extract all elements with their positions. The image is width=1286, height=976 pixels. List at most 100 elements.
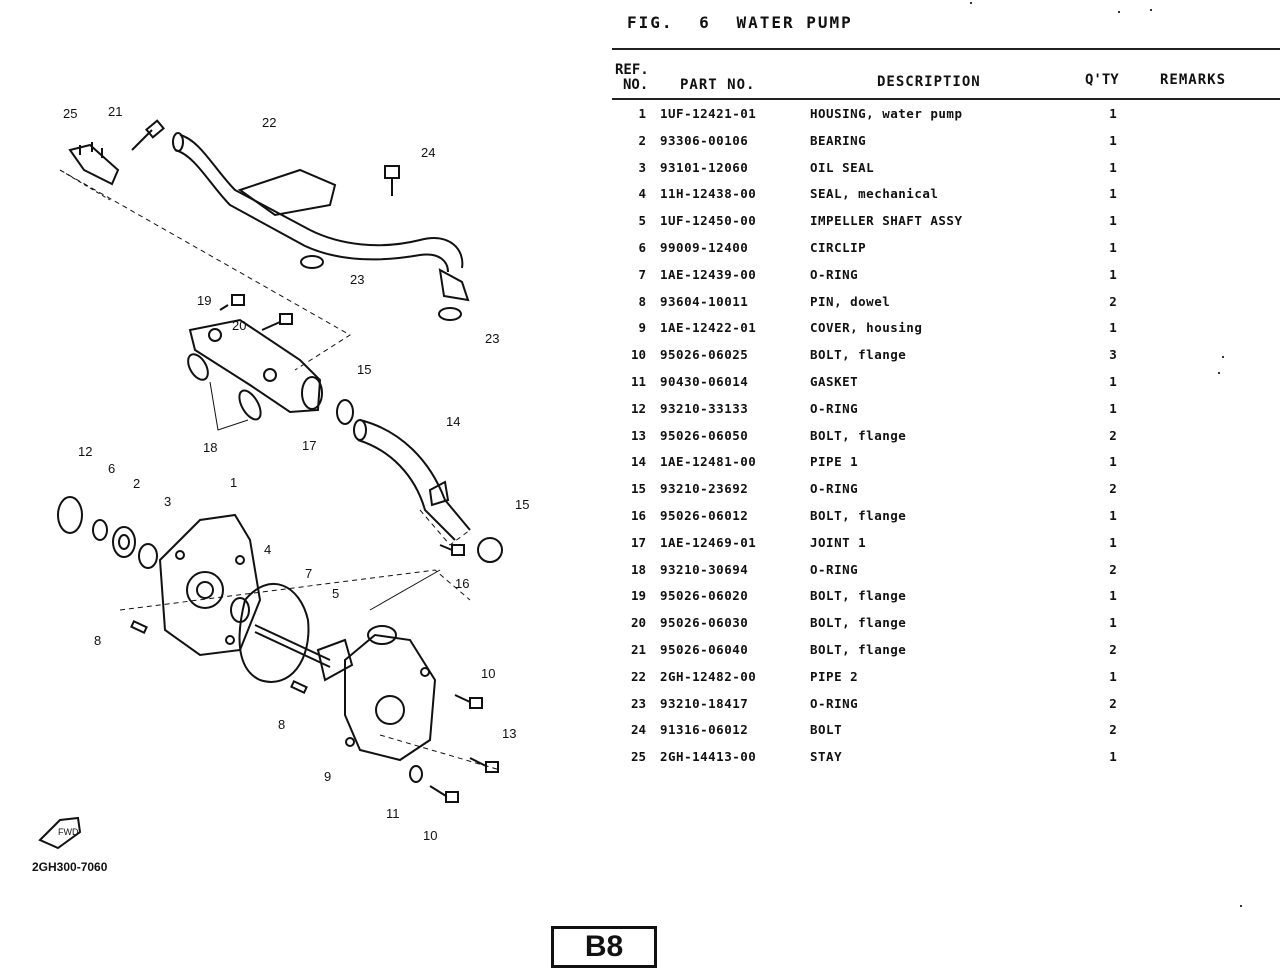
o-ring-part-23-a (300, 255, 324, 269)
description-cell: BOLT, flange (810, 507, 907, 523)
page-label: B8 (551, 926, 657, 968)
o-ring-part-15-a (336, 399, 354, 425)
description-cell: OIL SEAL (810, 159, 875, 175)
table-header: REF. NO. PART NO. DESCRIPTION Q'TY REMAR… (612, 50, 1280, 98)
qty-cell: 1 (1109, 400, 1117, 416)
qty-cell: 1 (1109, 320, 1117, 336)
description-cell: BOLT, flange (810, 615, 907, 631)
o-ring-part-18-a (187, 353, 209, 381)
qty-cell: 1 (1109, 266, 1117, 282)
scan-speck (1150, 9, 1152, 11)
qty-cell: 2 (1109, 722, 1117, 738)
part-no-cell: 90430-06014 (660, 373, 749, 389)
qty-cell: 1 (1109, 454, 1117, 470)
impeller-shaft-part-5 (254, 624, 354, 682)
callout-24: 24 (421, 145, 435, 160)
callout-23-a: 23 (350, 272, 364, 287)
qty-cell: 1 (1109, 749, 1117, 765)
ref-no-cell: 7 (638, 266, 646, 282)
part-no-cell: 95026-06050 (660, 427, 749, 443)
qty-cell: 2 (1109, 561, 1117, 577)
part-no-cell: 11H-12438-00 (660, 186, 757, 202)
housing-part-1 (158, 513, 262, 657)
ref-no-cell: 10 (630, 347, 646, 363)
callout-22: 22 (262, 115, 276, 130)
qty-cell: 2 (1109, 641, 1117, 657)
scan-speck (1222, 356, 1224, 358)
callout-15-a: 15 (357, 362, 371, 377)
callout-10-a: 10 (481, 666, 495, 681)
ref-no-cell: 3 (638, 159, 646, 175)
description-cell: JOINT 1 (810, 534, 867, 550)
description-cell: BOLT, flange (810, 641, 907, 657)
callout-8-a: 8 (94, 633, 101, 648)
dowel-pin-part-8-a (130, 619, 148, 635)
ref-no-cell: 25 (630, 749, 646, 765)
ref-no-cell: 6 (638, 239, 646, 255)
ref-no-cell: 19 (630, 588, 646, 604)
part-no-cell: 95026-06020 (660, 588, 749, 604)
ref-no-cell: 12 (630, 400, 646, 416)
callout-10-b: 10 (423, 828, 437, 843)
table-header-rule (612, 98, 1280, 100)
description-cell: COVER, housing (810, 320, 923, 336)
description-cell: PIPE 2 (810, 668, 859, 684)
qty-cell: 1 (1109, 668, 1117, 684)
ref-no-cell: 11 (630, 373, 646, 389)
bolt-part-13 (469, 757, 499, 773)
part-no-cell: 99009-12400 (660, 239, 749, 255)
figure-title: FIG. 6 WATER PUMP (627, 13, 867, 32)
description-cell: STAY (810, 749, 843, 765)
callout-9: 9 (324, 769, 331, 784)
part-no-cell: 95026-06012 (660, 507, 749, 523)
callout-3: 3 (164, 494, 171, 509)
qty-cell: 1 (1109, 373, 1117, 389)
mechanical-seal-part-4 (230, 597, 250, 623)
qty-cell: 1 (1109, 507, 1117, 523)
callout-17: 17 (302, 438, 316, 453)
bolt-part-21 (131, 119, 165, 151)
o-ring-part-15-b (477, 537, 503, 563)
bolt-part-20 (261, 313, 293, 331)
header-part-no: PART NO. (680, 77, 756, 93)
bolt-part-10-b (429, 785, 459, 803)
ref-no-cell: 2 (638, 132, 646, 148)
callout-19: 19 (197, 293, 211, 308)
header-remarks: REMARKS (1160, 72, 1227, 88)
guide-line-housing (119, 569, 471, 611)
part-no-cell: 91316-06012 (660, 722, 749, 738)
callout-16: 16 (455, 576, 469, 591)
callout-13: 13 (502, 726, 516, 741)
ref-no-cell: 20 (630, 615, 646, 631)
callout-23-b: 23 (485, 331, 499, 346)
part-no-cell: 93210-33133 (660, 400, 749, 416)
joint-1-part-17 (188, 318, 323, 414)
part-no-cell: 93604-10011 (660, 293, 749, 309)
header-description: DESCRIPTION (877, 74, 981, 90)
cover-housing-part-9 (344, 625, 437, 762)
qty-cell: 2 (1109, 293, 1117, 309)
part-no-cell: 95026-06030 (660, 615, 749, 631)
header-ref-line1: REF. (615, 62, 649, 78)
pipe-1-part-14 (353, 419, 471, 541)
callout-18: 18 (203, 440, 217, 455)
part-no-cell: 1AE-12469-01 (660, 534, 757, 550)
gasket-part-11 (409, 765, 423, 783)
ref-no-cell: 4 (638, 186, 646, 202)
qty-cell: 1 (1109, 534, 1117, 550)
qty-cell: 2 (1109, 481, 1117, 497)
description-cell: IMPELLER SHAFT ASSY (810, 213, 963, 229)
